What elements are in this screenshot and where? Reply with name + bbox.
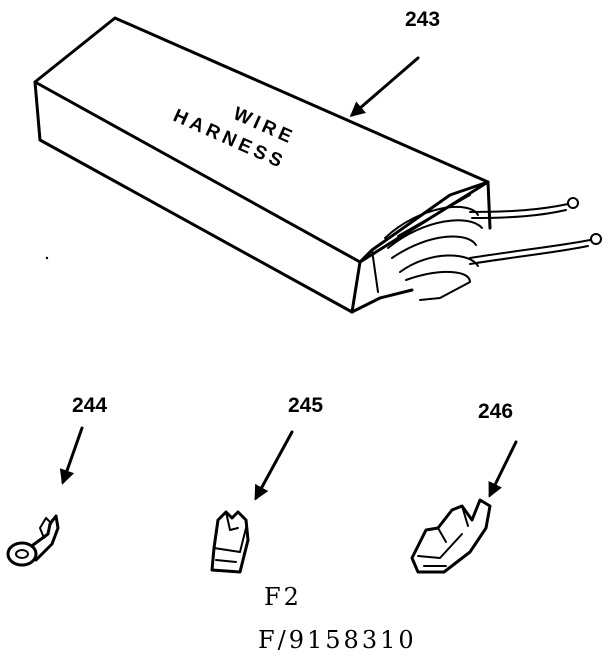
- box-label: WIRE HARNESS: [170, 103, 298, 173]
- wire-harness-box-icon: [33, 16, 602, 314]
- arrow-icon: [349, 56, 420, 117]
- callout-243: 243: [405, 8, 440, 31]
- arrow-icon: [488, 440, 518, 498]
- figure-code: F2: [264, 583, 302, 611]
- arrow-icon: [254, 430, 294, 501]
- push-on-terminal-icon: [410, 498, 492, 574]
- callout-246: 246: [478, 400, 513, 423]
- ring-terminal-icon: [6, 514, 60, 567]
- part-reference: F/9158310: [258, 626, 417, 654]
- callout-244: 244: [72, 394, 107, 417]
- callout-245: 245: [288, 394, 323, 417]
- speck: [45, 256, 49, 260]
- spade-terminal-icon: [210, 510, 250, 574]
- arrow-icon: [59, 426, 84, 485]
